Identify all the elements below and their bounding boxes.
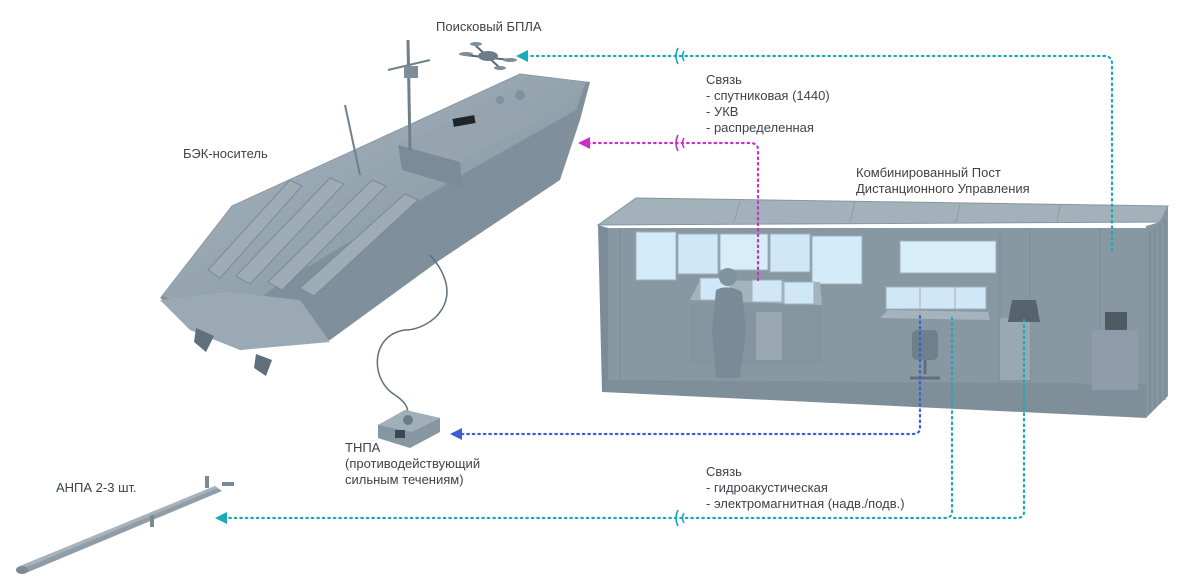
label-carrier-boat: БЭК-носитель [183, 146, 268, 161]
post-line: Комбинированный Пост [856, 165, 1001, 180]
signal-wave-icon [675, 509, 685, 527]
arrow-head-icon [516, 50, 528, 62]
tether-cable [376, 254, 448, 419]
link-hydroacoustic-anpa [215, 316, 1026, 527]
comm-top-title: Связь [706, 72, 742, 87]
arrow-head-icon [215, 512, 227, 524]
tnpa-line: (противодействующий [345, 456, 481, 471]
signal-wave-icon [675, 134, 685, 152]
label-comm-top: Связь - спутниковая (1440) - УКВ - распр… [706, 72, 830, 136]
link-satellite-drone [516, 47, 1114, 252]
link-uhf-boat [578, 134, 760, 282]
auv-anpa [16, 476, 234, 574]
tnpa-line: ТНПА [345, 440, 381, 455]
label-tnpa: ТНПА (противодействующий сильным течения… [345, 440, 480, 488]
rov-tnpa [378, 410, 440, 448]
carrier-boat [160, 39, 590, 376]
tnpa-line: сильным течениям) [345, 472, 464, 487]
control-post-container [596, 197, 1169, 418]
label-search-drone: Поисковый БПЛА [436, 19, 542, 34]
comm-top-item: - УКВ [706, 104, 739, 119]
search-drone [459, 42, 517, 70]
comm-bottom-item: - гидроакустическая [706, 480, 828, 495]
comm-top-item: - спутниковая (1440) [706, 88, 830, 103]
comm-bottom-title: Связь [706, 464, 742, 479]
label-control-post: Комбинированный Пост Дистанционного Упра… [856, 165, 1030, 197]
post-line: Дистанционного Управления [856, 181, 1030, 196]
arrow-head-icon [450, 428, 462, 440]
label-anpa: АНПА 2-3 шт. [56, 480, 137, 495]
comm-top-item: - распределенная [706, 120, 814, 135]
arrow-head-icon [578, 137, 590, 149]
comm-bottom-item: - электромагнитная (надв./подв.) [706, 496, 905, 511]
label-comm-bottom: Связь - гидроакустическая - электромагни… [706, 464, 905, 512]
link-cable-tnpa [450, 314, 922, 440]
signal-wave-icon [675, 47, 685, 65]
